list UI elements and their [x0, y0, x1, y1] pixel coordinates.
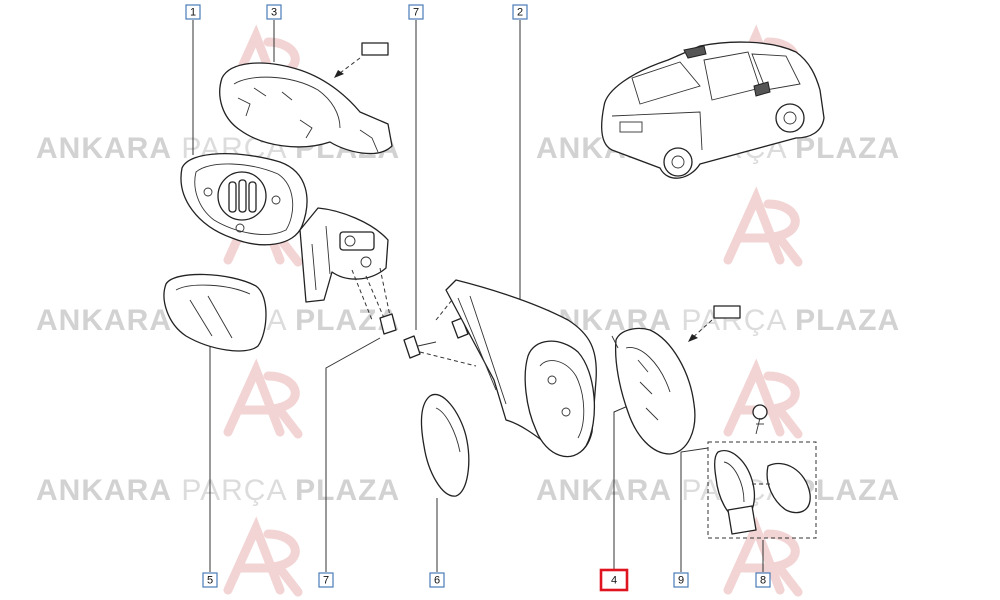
watermark-logo	[223, 358, 303, 439]
watermark-word-ankara: ANKARA	[36, 304, 172, 337]
part-side-lamp-kit	[707, 441, 817, 539]
watermark-word-parca: PARÇA	[181, 474, 286, 507]
watermark-word-plaza: PLAZA	[295, 474, 400, 507]
callout-5[interactable]: 5	[202, 572, 218, 588]
leader-lines	[192, 20, 764, 572]
callout-1-label: 1	[190, 7, 196, 19]
watermark-logo	[723, 186, 803, 267]
callout-9[interactable]: 9	[673, 572, 689, 588]
callout-9-label: 9	[678, 575, 684, 587]
callout-2[interactable]: 2	[512, 4, 528, 20]
watermark-word-ankara: ANKARA	[36, 474, 172, 507]
part-upper-cover	[219, 62, 393, 155]
part-mirror-base-motor	[180, 152, 397, 335]
part-mirror-cover-shell[interactable]	[611, 327, 696, 455]
watermark-logo	[223, 516, 303, 597]
callout-7-bottom[interactable]: 7	[318, 572, 334, 588]
callout-7-top[interactable]: 7	[408, 4, 424, 20]
callout-1[interactable]: 1	[185, 4, 201, 20]
watermark-word-ankara: ANKARA	[36, 132, 172, 165]
callout-2-label: 2	[517, 7, 523, 19]
watermark-logos	[223, 24, 803, 597]
part-mirror-glass-center	[420, 393, 470, 497]
callout-7-top-label: 7	[413, 7, 419, 19]
watermark-word-plaza: PLAZA	[795, 132, 900, 165]
callout-6-label: 6	[434, 575, 440, 587]
clip-top-left	[334, 42, 389, 78]
callout-4-highlighted[interactable]: 4	[599, 568, 629, 592]
watermark-word-plaza: PLAZA	[795, 304, 900, 337]
clip-top-right	[688, 305, 741, 342]
callout-4-label: 4	[611, 575, 617, 587]
callout-5-label: 5	[207, 575, 213, 587]
callout-6[interactable]: 6	[429, 572, 445, 588]
part-mirror-glass-left	[163, 273, 267, 352]
callout-3[interactable]: 3	[266, 4, 282, 20]
callout-8-label: 8	[760, 575, 766, 587]
part-mirror-housing	[445, 279, 597, 458]
car-illustration	[600, 41, 825, 179]
callout-3-label: 3	[271, 7, 277, 19]
callouts: 1 3 7 2 5 7 6 4	[185, 4, 771, 592]
callout-8[interactable]: 8	[755, 572, 771, 588]
screw-part-9	[752, 404, 768, 435]
watermark-word-plaza: PLAZA	[795, 474, 900, 507]
watermark-word-ankara: ANKARA	[536, 474, 672, 507]
callout-7-bottom-label: 7	[323, 575, 329, 587]
svg-text:ANKARA PARÇA PLAZA: ANKARA PARÇA PLAZA	[36, 474, 400, 507]
